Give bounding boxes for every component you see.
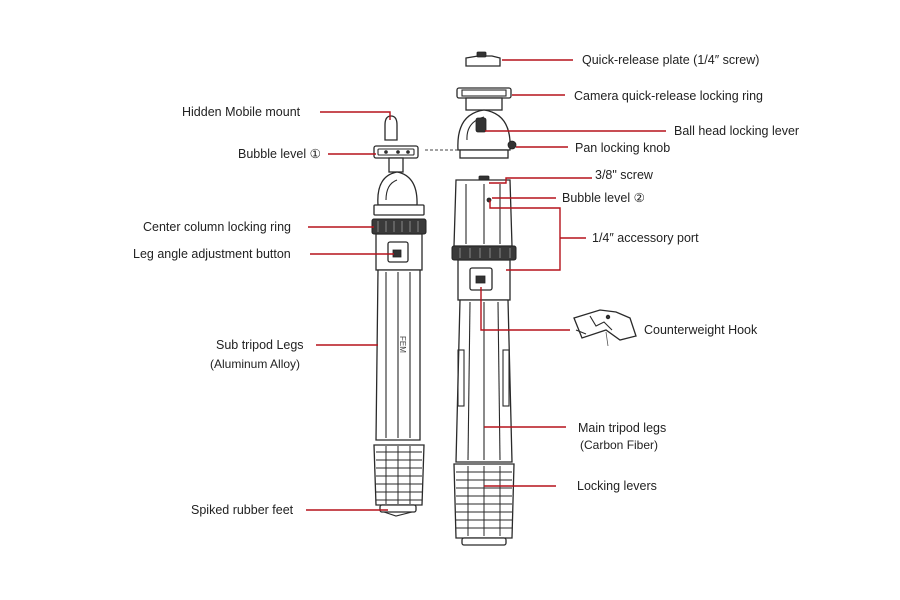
label-bubble-level-1: Bubble level ① [238,147,321,161]
label-hidden-mobile-mount: Hidden Mobile mount [182,105,301,119]
label-bubble-level-2: Bubble level ② [562,191,645,205]
exploded-head [456,51,517,159]
label-ball-head-lever: Ball head locking lever [674,124,800,138]
left-plate-shape [373,145,419,159]
label-camera-locking-ring: Camera quick-release locking ring [574,89,763,103]
label-accessory-port: 1/4″ accessory port [592,231,699,245]
label-locking-levers: Locking levers [577,479,657,493]
right-tripod [451,175,517,546]
counterweight-hook-illustration [573,309,637,347]
label-quick-release-plate: Quick-release plate (1/4″ screw) [582,53,760,67]
label-main-legs-material: (Carbon Fiber) [580,438,659,452]
label-3-8-screw: 3/8" screw [595,168,653,182]
label-main-tripod-legs: Main tripod legs [578,421,667,435]
svg-text:FEM: FEM [398,336,407,353]
label-center-column-ring: Center column locking ring [143,220,291,234]
mobile-mount-shape [384,115,398,141]
left-tripod: FEM [371,115,427,517]
label-sub-tripod-legs: Sub tripod Legs [216,338,304,352]
leader-lines [306,59,666,511]
label-spiked-rubber-feet: Spiked rubber feet [191,503,294,517]
qr-plate-shape [465,55,501,67]
label-sub-legs-material: (Aluminum Alloy) [210,357,301,371]
label-leg-angle-button: Leg angle adjustment button [133,247,291,261]
label-counterweight-hook: Counterweight Hook [644,323,758,337]
left-ballhead-shape [377,171,418,206]
label-pan-locking-knob: Pan locking knob [575,141,671,155]
